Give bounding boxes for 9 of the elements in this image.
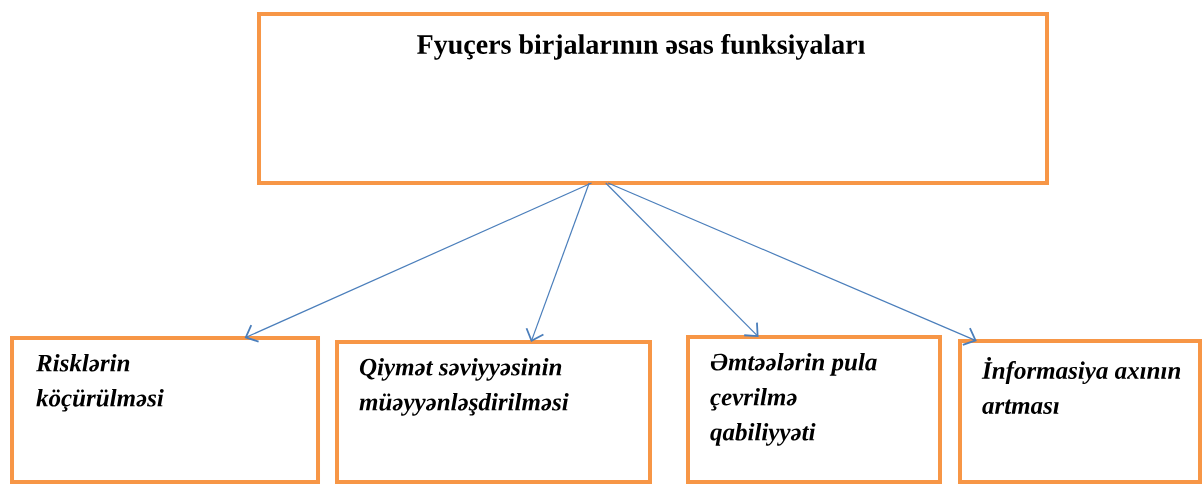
arrow — [605, 182, 759, 337]
function-box: Əmtəələrin pula çevrilmə qabiliyyəti — [686, 335, 942, 484]
arrow — [244, 182, 593, 343]
arrow — [525, 182, 590, 342]
arrow — [607, 182, 977, 346]
function-box: İnformasiya axının artması — [958, 339, 1202, 484]
function-box: Risklərin köçürülməsi — [10, 336, 320, 484]
title-box: Fyuçers birjalarının əsas funksiyaları — [257, 12, 1049, 185]
function-box: Qiymət səviyyəsinin müəyyənləşdirilməsi — [335, 340, 652, 484]
